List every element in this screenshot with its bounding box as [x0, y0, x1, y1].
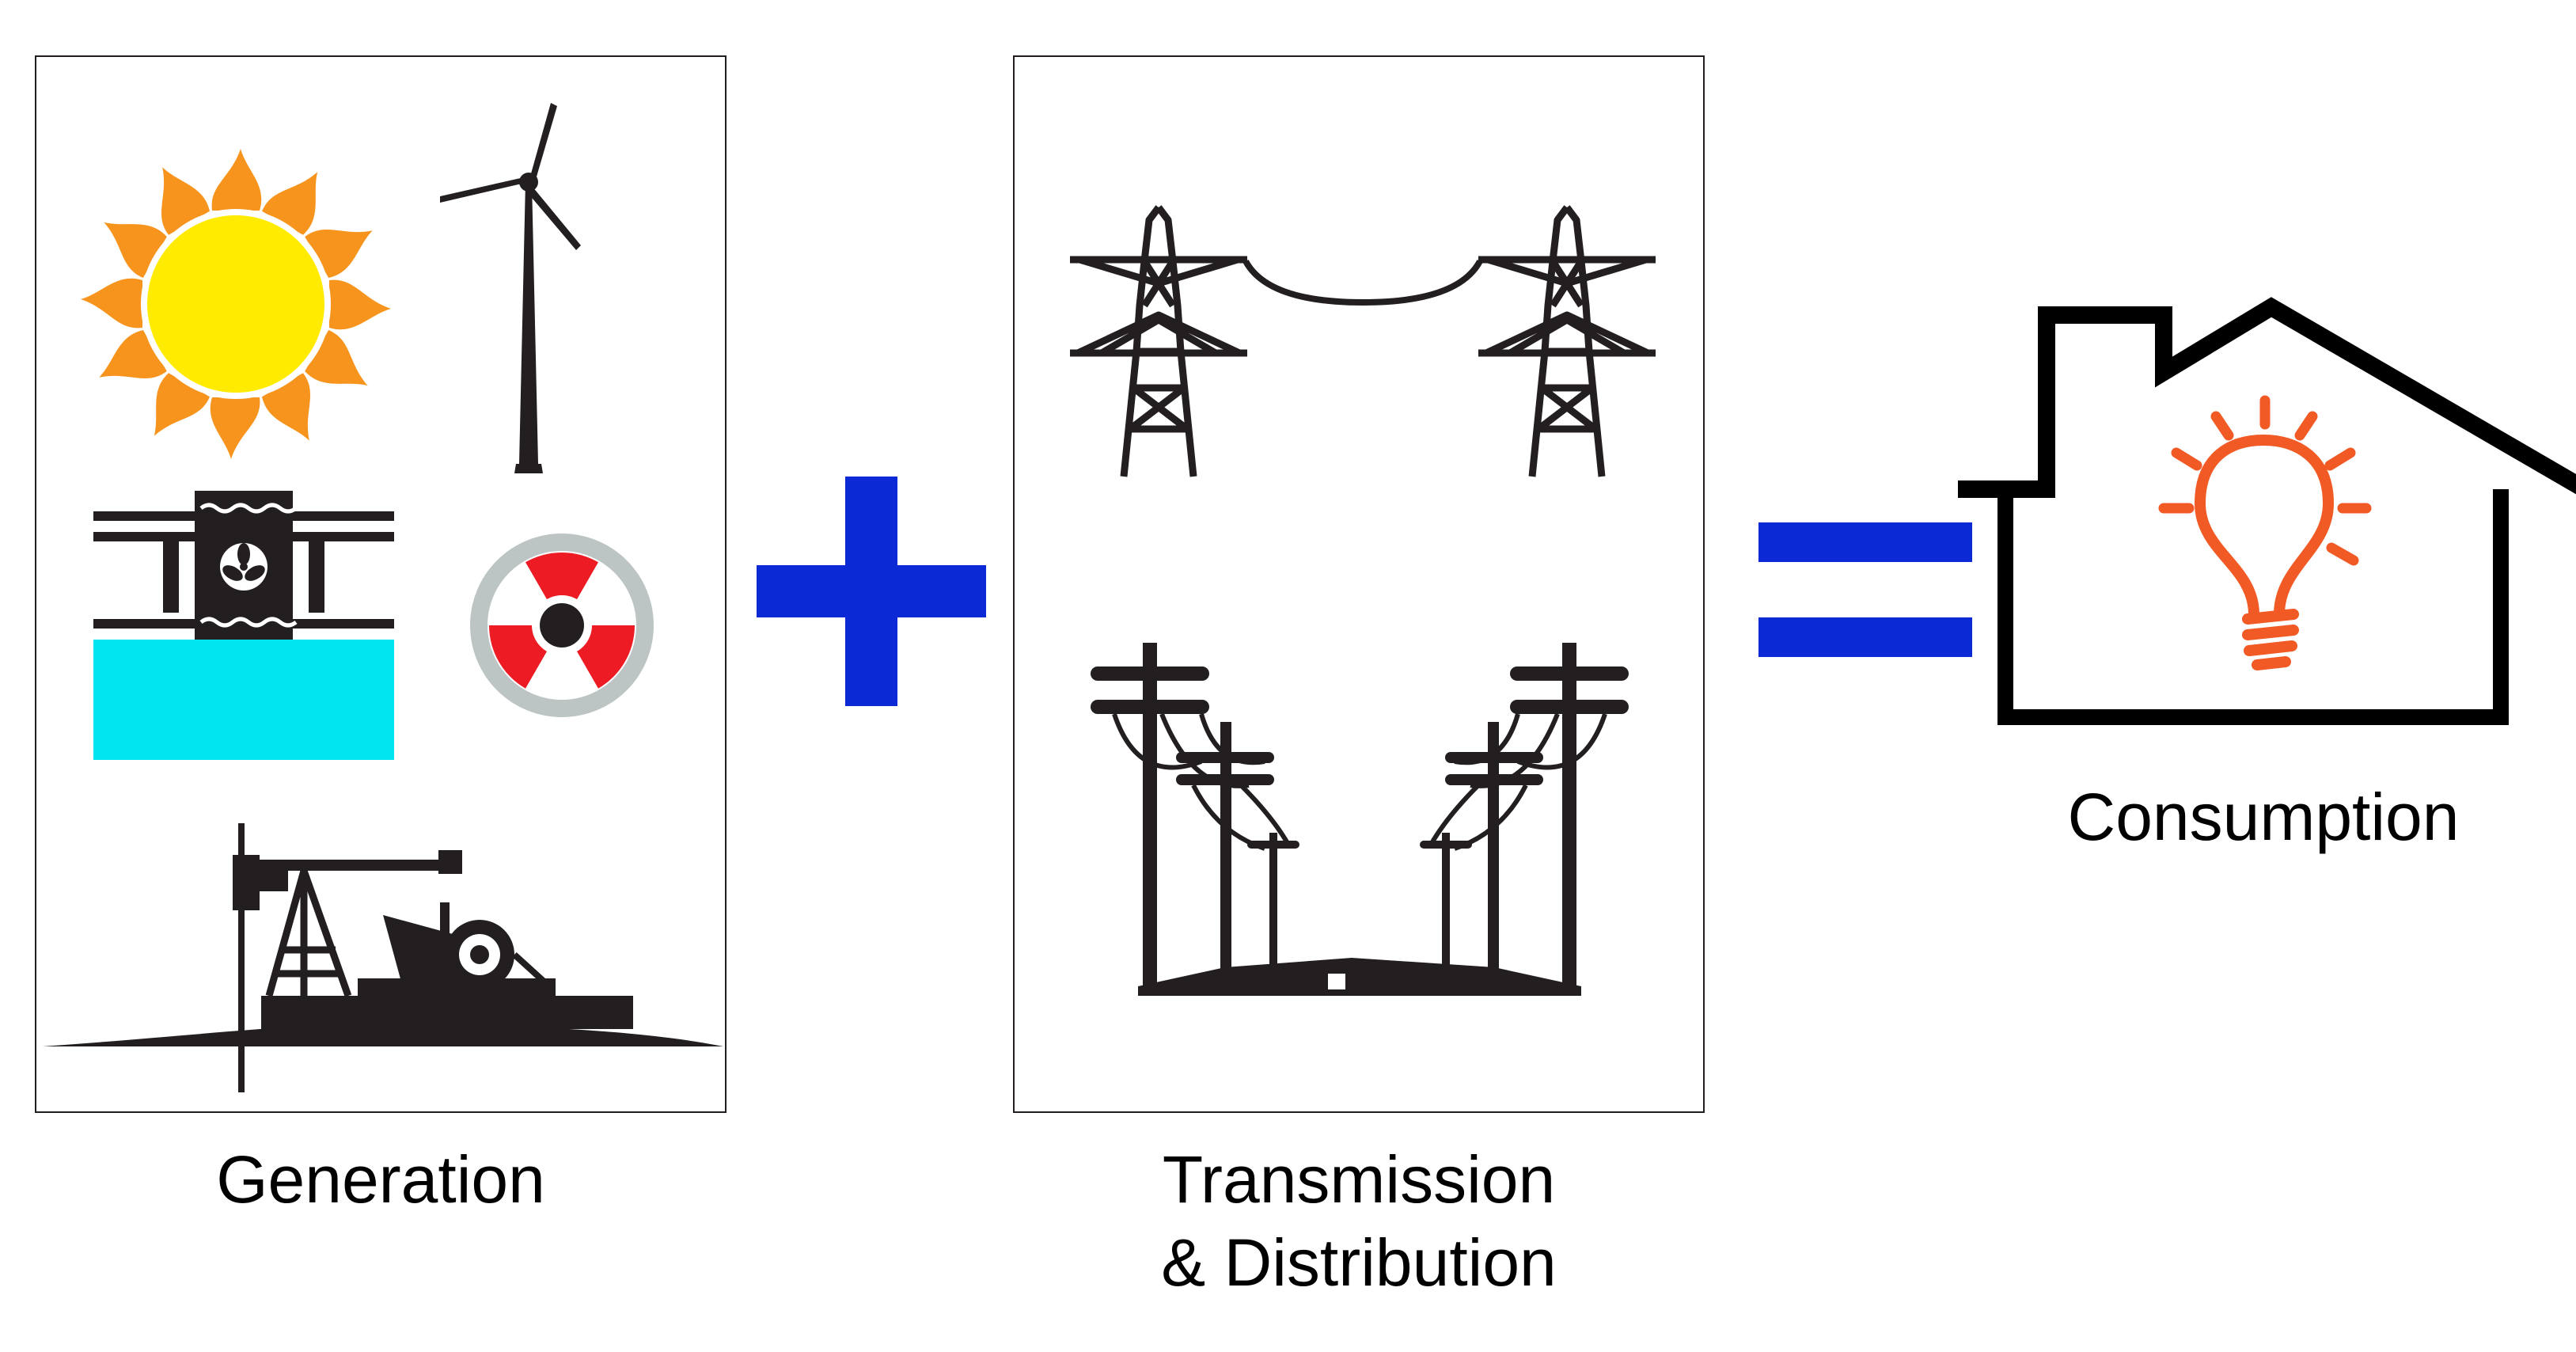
nuclear-icon	[470, 534, 654, 717]
sun-ray	[81, 278, 142, 329]
plus-operator	[757, 477, 986, 706]
equals-operator	[1758, 522, 1972, 657]
generation-label: Generation	[216, 1142, 545, 1217]
transmission-label-line2: & Distribution	[1161, 1225, 1557, 1300]
sun-ray	[211, 149, 262, 211]
distribution-poles-icon	[1091, 643, 1629, 996]
hydro-dam-icon	[93, 491, 394, 760]
transmission-label: Transmission & Distribution	[1013, 1138, 1705, 1305]
sun-ray	[329, 279, 391, 330]
oil-pump-icon	[43, 823, 723, 1092]
wind-turbine-icon	[440, 103, 581, 473]
transmission-label-line1: Transmission	[1162, 1142, 1556, 1217]
sun-ray	[210, 397, 260, 459]
transmission-panel	[1013, 55, 1705, 1113]
house-lightbulb-icon	[1958, 297, 2576, 725]
transmission-towers-icon	[1070, 207, 1656, 484]
sun-icon	[81, 149, 391, 459]
consumption-label: Consumption	[2067, 780, 2460, 854]
